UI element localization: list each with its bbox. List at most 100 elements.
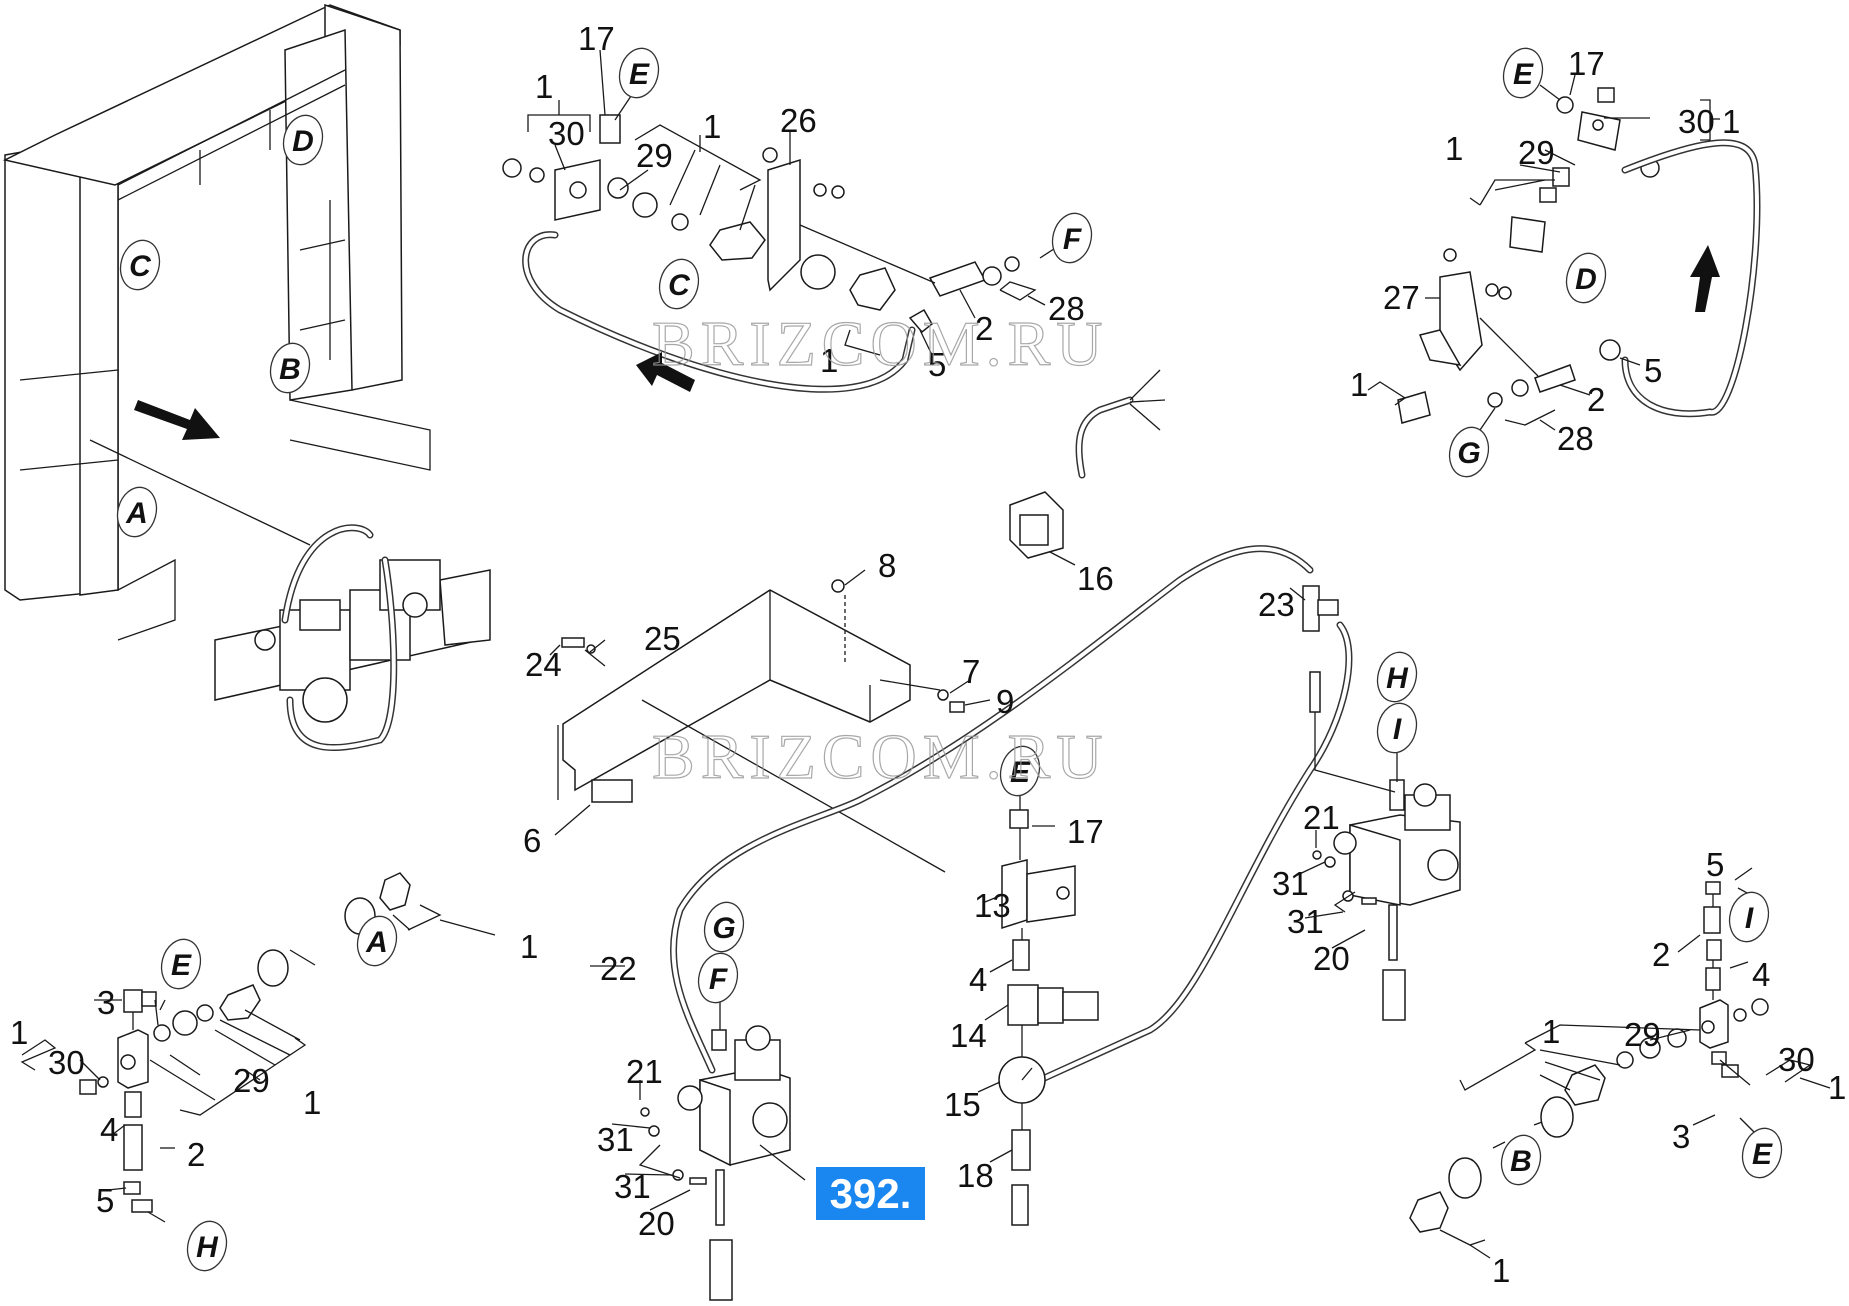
valve-block-left: [590, 965, 806, 1301]
part-number-label: 28: [1557, 420, 1594, 457]
part-number-label: 2: [187, 1136, 205, 1173]
part-number-label: 18: [957, 1157, 994, 1194]
part-number-label: 29: [1518, 134, 1555, 171]
mounting-plate: [549, 569, 991, 873]
part-number-label: 17: [1067, 813, 1104, 850]
connection-letter-callout: F: [697, 952, 739, 1004]
callout-ellipse: [356, 915, 398, 967]
part-number-label: 3: [1672, 1118, 1690, 1155]
callout-letter: C: [668, 269, 691, 302]
callout-ellipse: [119, 239, 161, 291]
part-number-label: 30: [1778, 1041, 1815, 1078]
mounted-valve-assembly: [214, 524, 491, 752]
connection-letter-callout: C: [658, 258, 700, 310]
part-number-label: 31: [614, 1168, 651, 1205]
part-number-label: 29: [233, 1062, 270, 1099]
callout-letter: D: [292, 125, 314, 158]
connection-letter-callout: G: [1448, 426, 1490, 478]
part-number-label: 7: [962, 653, 980, 690]
callout-ellipse: [1500, 1134, 1542, 1186]
callout-ellipse: [618, 47, 660, 99]
part-number-label: 9: [996, 683, 1014, 720]
part-number-label: 21: [1303, 799, 1340, 836]
part-number-label: 31: [1287, 903, 1324, 940]
watermark-text: BRIZCOM.RU: [652, 308, 1109, 379]
callout-ellipse: [999, 745, 1041, 797]
part-number-label: 29: [1624, 1016, 1661, 1053]
part-number-label: 31: [597, 1121, 634, 1158]
part-number-label: 1: [1828, 1069, 1846, 1106]
part-number-label: 4: [100, 1111, 118, 1148]
callout-letter: D: [1575, 263, 1597, 296]
part-number-label: 1: [1445, 130, 1463, 167]
part-number-label: 1: [303, 1084, 321, 1121]
direction-arrow-icon: [1690, 245, 1720, 312]
connection-letter-callout: H: [186, 1220, 228, 1272]
part-number-label: 1: [520, 928, 538, 965]
part-number-label: 22: [600, 950, 637, 987]
part-number-label: 20: [1313, 940, 1350, 977]
part-number-label: 6: [523, 822, 541, 859]
part-number-label: 29: [636, 137, 673, 174]
valve-block-right: [1289, 585, 1461, 1021]
direction-arrow-icon: [134, 400, 220, 440]
part-number-label: 14: [950, 1017, 987, 1054]
connection-letter-callout: F: [1051, 212, 1093, 264]
part-number-label: 1: [10, 1014, 28, 1051]
callout-ellipse: [1376, 702, 1418, 754]
callout-letter: H: [1386, 662, 1409, 695]
callout-ellipse: [269, 342, 311, 394]
callout-letter: A: [125, 497, 148, 530]
connection-letter-callout: A: [356, 915, 398, 967]
connector-16: [1009, 369, 1166, 566]
connection-letter-callout: E: [999, 745, 1041, 797]
callout-letter: E: [1752, 1138, 1773, 1171]
part-number-label: 5: [96, 1182, 114, 1219]
part-number-label: 2: [1587, 381, 1605, 418]
bottom-left-assembly: [20, 872, 496, 1223]
part-number-label: 1: [535, 68, 553, 105]
callout-ellipse: [116, 486, 158, 538]
part-number-label: 15: [944, 1086, 981, 1123]
part-number-label: 31: [1272, 865, 1309, 902]
part-number-label: 16: [1077, 560, 1114, 597]
callout-letter: B: [1510, 1145, 1532, 1178]
part-number-label: 25: [644, 620, 681, 657]
connection-letter-callout: D: [1565, 252, 1607, 304]
part-number-label: 4: [969, 961, 987, 998]
connection-letter-callout: E: [1741, 1127, 1783, 1179]
page-number-badge: 392.: [816, 1167, 925, 1220]
callout-letter: G: [1457, 437, 1480, 470]
part-number-label: 26: [780, 102, 817, 139]
callout-letter: F: [709, 963, 728, 996]
part-number-label: 17: [1568, 45, 1605, 82]
callout-letter: I: [1393, 713, 1402, 746]
callout-letter: C: [129, 250, 152, 283]
callout-letter: A: [365, 926, 388, 959]
part-number-label: 30: [48, 1044, 85, 1081]
callout-letter: F: [1063, 223, 1082, 256]
connection-letter-callout: I: [1728, 891, 1770, 943]
part-number-label: 1: [820, 342, 838, 379]
connection-letter-callout: B: [1500, 1134, 1542, 1186]
part-number-label: 5: [928, 346, 946, 383]
callout-ellipse: [1051, 212, 1093, 264]
callout-letter: I: [1745, 902, 1754, 935]
callout-letter: E: [1010, 756, 1031, 789]
callout-ellipse: [1448, 426, 1490, 478]
part-number-label: 1: [1722, 103, 1740, 140]
part-number-label: 1: [1350, 366, 1368, 403]
callout-ellipse: [282, 114, 324, 166]
callout-letter: E: [629, 58, 650, 91]
part-number-label: 30: [548, 115, 585, 152]
part-number-label: 5: [1644, 352, 1662, 389]
part-number-label: 1: [1492, 1252, 1510, 1289]
callout-letter: E: [1513, 58, 1534, 91]
top-right-assembly: [1367, 74, 1761, 431]
connection-letter-callout: D: [282, 114, 324, 166]
connection-letter-callout: H: [1376, 651, 1418, 703]
callout-ellipse: [697, 952, 739, 1004]
